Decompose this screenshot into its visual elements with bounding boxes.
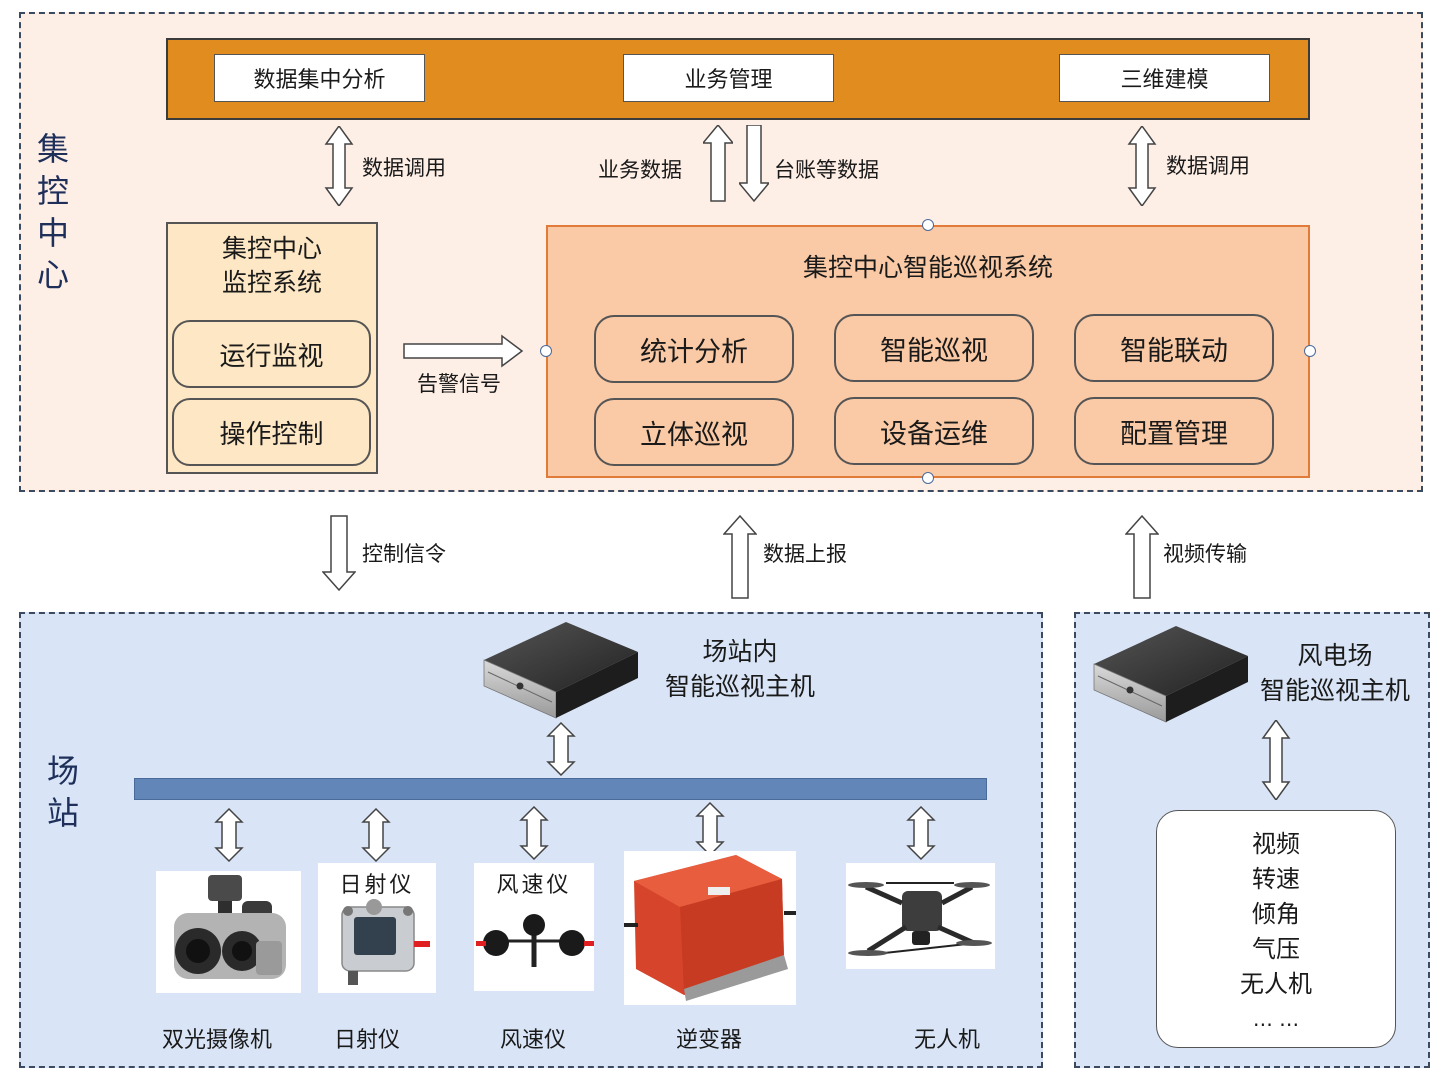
video-transfer-label: 视频传输 bbox=[1163, 542, 1247, 566]
control-command-label: 控制信令 bbox=[362, 542, 446, 566]
device-label-inverter: 逆变器 bbox=[676, 1028, 743, 1053]
video-transfer-up-arrow bbox=[1125, 514, 1159, 599]
operation-control-button[interactable]: 操作控制 bbox=[172, 398, 371, 466]
module-data-analysis-label: 数据集中分析 bbox=[253, 68, 386, 93]
inverter-image bbox=[624, 851, 796, 1005]
alarm-signal-arrow bbox=[403, 334, 524, 368]
pyranometer-image-title: 日射仪 bbox=[339, 873, 415, 898]
smart-patrol-label: 智能巡视 bbox=[880, 335, 988, 367]
wind-farm-host-server-icon bbox=[1093, 626, 1248, 723]
drone-image bbox=[846, 863, 995, 969]
operation-control-label: 操作控制 bbox=[219, 419, 324, 450]
drone-icon bbox=[848, 882, 992, 956]
station-bus-bar bbox=[134, 778, 987, 800]
patrol-box-handle-bottom bbox=[922, 472, 934, 484]
ledger-data-label: 台账等数据 bbox=[774, 158, 879, 182]
data-item-pressure: 气压 bbox=[1252, 935, 1300, 963]
data-item-more: … … bbox=[1252, 1007, 1300, 1031]
business-data-up-arrow bbox=[703, 125, 733, 202]
anemometer-bus-arrow bbox=[519, 806, 549, 860]
patrol-box-handle-left bbox=[540, 345, 552, 357]
inverter-bus-arrow bbox=[695, 802, 725, 856]
smart-linkage-label: 智能联动 bbox=[1120, 335, 1228, 367]
control-command-down-arrow bbox=[322, 515, 356, 592]
alarm-signal-label: 告警信号 bbox=[417, 372, 501, 396]
module-3d-modeling-label: 三维建模 bbox=[1120, 68, 1209, 93]
data-report-up-arrow bbox=[723, 514, 757, 599]
pyranometer-icon bbox=[341, 899, 430, 985]
device-label-drone: 无人机 bbox=[914, 1028, 981, 1053]
module-3d-modeling[interactable]: 三维建模 bbox=[1059, 54, 1270, 102]
data-call-left-arrow bbox=[325, 126, 353, 206]
wind-farm-data-arrow bbox=[1262, 720, 1290, 800]
device-maintenance-button[interactable]: 设备运维 bbox=[834, 397, 1034, 465]
station-title: 场站 bbox=[46, 752, 79, 832]
device-maintenance-label: 设备运维 bbox=[880, 418, 988, 450]
wind-farm-host-label: 风电场 智能巡视主机 bbox=[1259, 641, 1410, 705]
module-business-management[interactable]: 业务管理 bbox=[623, 54, 834, 102]
config-management-label: 配置管理 bbox=[1120, 418, 1228, 450]
anemometer-icon bbox=[476, 914, 594, 967]
data-call-left-label: 数据调用 bbox=[362, 156, 446, 180]
patrol-box-handle-right bbox=[1304, 345, 1316, 357]
data-item-drone: 无人机 bbox=[1240, 970, 1312, 998]
smart-patrol-button[interactable]: 智能巡视 bbox=[834, 314, 1034, 382]
data-item-tilt: 倾角 bbox=[1252, 900, 1300, 928]
module-business-management-label: 业务管理 bbox=[684, 68, 773, 93]
drone-bus-arrow bbox=[906, 806, 936, 860]
data-item-speed: 转速 bbox=[1252, 865, 1300, 893]
data-call-right-label: 数据调用 bbox=[1166, 154, 1250, 178]
statistics-analysis-label: 统计分析 bbox=[640, 336, 748, 368]
wind-farm-data-list: 视频 转速 倾角 气压 无人机 … … bbox=[1156, 827, 1396, 1037]
wind-farm-data-box bbox=[1156, 810, 1396, 1048]
inverter-icon bbox=[624, 855, 796, 1001]
smart-linkage-button[interactable]: 智能联动 bbox=[1074, 314, 1274, 382]
pyranometer-image: 日射仪 bbox=[318, 863, 436, 993]
control-center-title: 集控中心 bbox=[36, 130, 69, 294]
statistics-analysis-button[interactable]: 统计分析 bbox=[594, 315, 794, 383]
anemometer-image-title: 风速仪 bbox=[496, 873, 572, 898]
smart-patrol-system-title: 集控中心智能巡视系统 bbox=[802, 253, 1053, 282]
camera-icon bbox=[174, 875, 286, 979]
run-monitoring-label: 运行监视 bbox=[219, 341, 324, 372]
device-label-camera: 双光摄像机 bbox=[162, 1028, 273, 1053]
config-management-button[interactable]: 配置管理 bbox=[1074, 397, 1274, 465]
run-monitoring-button[interactable]: 运行监视 bbox=[172, 320, 371, 388]
dual-light-camera-image bbox=[156, 871, 301, 993]
host-bus-arrow bbox=[546, 722, 576, 776]
3d-patrol-button[interactable]: 立体巡视 bbox=[594, 398, 794, 466]
station-host-server-icon bbox=[483, 622, 638, 719]
module-data-analysis[interactable]: 数据集中分析 bbox=[214, 54, 425, 102]
camera-bus-arrow bbox=[214, 808, 244, 862]
3d-patrol-label: 立体巡视 bbox=[640, 419, 748, 451]
anemometer-image: 风速仪 bbox=[474, 863, 594, 991]
station-host-label: 场站内 智能巡视主机 bbox=[664, 637, 815, 701]
patrol-box-handle-top bbox=[922, 219, 934, 231]
device-label-pyranometer: 日射仪 bbox=[334, 1028, 401, 1053]
data-call-right-arrow bbox=[1128, 126, 1156, 206]
data-item-video: 视频 bbox=[1252, 830, 1300, 858]
device-label-anemometer: 风速仪 bbox=[500, 1028, 567, 1053]
data-report-label: 数据上报 bbox=[763, 542, 847, 566]
business-data-label: 业务数据 bbox=[598, 158, 682, 182]
ledger-data-down-arrow bbox=[739, 125, 769, 203]
monitoring-system-title: 集控中心 监控系统 bbox=[221, 234, 322, 297]
pyranometer-bus-arrow bbox=[361, 808, 391, 862]
